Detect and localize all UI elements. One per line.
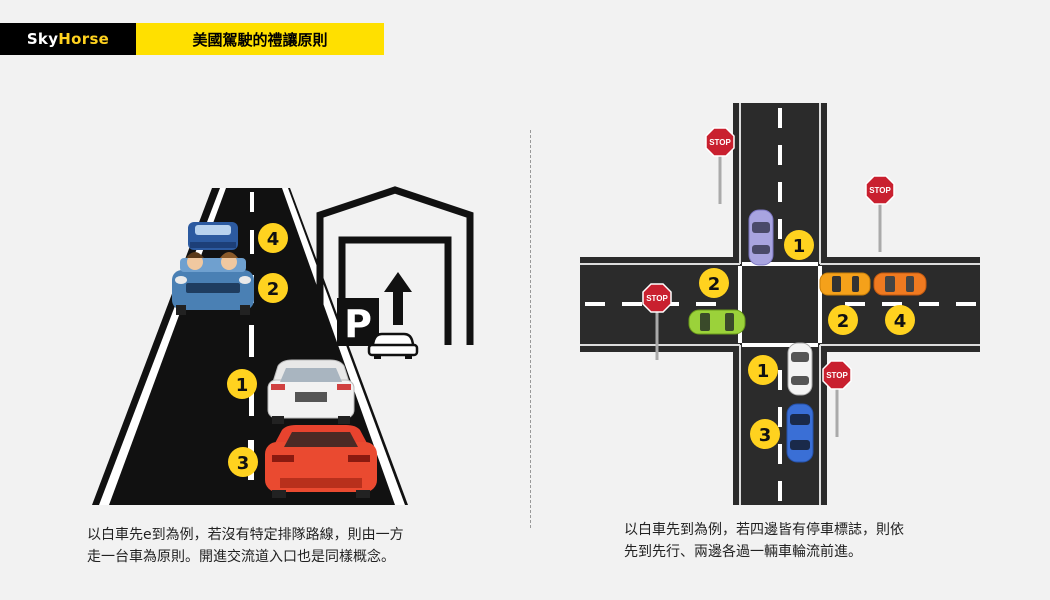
badge-left-2: 2: [258, 273, 288, 303]
badge-right-south-3: 3: [750, 419, 780, 449]
stop-sign-north: STOP: [704, 126, 736, 206]
car-white-south: [787, 342, 813, 396]
svg-text:3: 3: [237, 453, 250, 474]
car-convertible: [172, 252, 254, 315]
parking-garage: P: [316, 186, 474, 359]
brand-horse: Horse: [58, 30, 110, 48]
car-purple-north: [748, 209, 774, 266]
badge-left-3: 3: [228, 447, 258, 477]
caption-left-line2: 走一台車為原則。開進交流道入口也是同樣概念。: [87, 549, 395, 565]
badge-right-east-2: 2: [828, 305, 858, 335]
svg-text:1: 1: [236, 375, 249, 396]
svg-text:STOP: STOP: [709, 138, 731, 147]
svg-text:STOP: STOP: [826, 371, 848, 380]
badge-right-west-2: 2: [699, 268, 729, 298]
caption-left-line1: 以白車先e到為例，若沒有特定排隊路線，則由一方: [87, 527, 404, 543]
intersection-road: [580, 103, 980, 505]
car-white: [267, 359, 355, 424]
caption-right: 以白車先到為例，若四邊皆有停車標誌，則依 先到先行、兩邊各過一輛車輪流前進。: [624, 519, 904, 563]
svg-text:3: 3: [759, 425, 772, 446]
car-orange-east: [873, 272, 927, 296]
stop-sign-south: STOP: [821, 359, 853, 439]
stop-sign-west: STOP: [641, 282, 673, 362]
badge-left-4: 4: [258, 223, 288, 253]
brand-sky: Sky: [26, 30, 59, 48]
stop-sign-east: STOP: [864, 174, 896, 254]
caption-left: 以白車先e到為例，若沒有特定排隊路線，則由一方 走一台車為原則。開進交流道入口也…: [87, 524, 404, 568]
badge-left-1: 1: [227, 369, 257, 399]
svg-text:STOP: STOP: [869, 186, 891, 195]
car-icon: [367, 332, 419, 359]
svg-text:4: 4: [267, 229, 280, 250]
badge-right-south-1: 1: [748, 355, 778, 385]
car-blue-south: [786, 403, 814, 463]
car-red: [265, 425, 377, 498]
svg-text:1: 1: [757, 361, 770, 382]
caption-right-line1: 以白車先到為例，若四邊皆有停車標誌，則依: [624, 522, 904, 538]
car-blue-rear: [188, 222, 238, 250]
badge-right-east-4: 4: [885, 305, 915, 335]
page-title: 美國駕駛的禮讓原則: [136, 23, 384, 55]
svg-text:2: 2: [837, 311, 850, 332]
svg-text:4: 4: [894, 311, 907, 332]
svg-text:2: 2: [708, 274, 721, 295]
parking-letter: P: [344, 302, 372, 346]
badge-right-north-1: 1: [784, 230, 814, 260]
svg-text:STOP: STOP: [646, 294, 668, 303]
car-yellow-east: [819, 272, 871, 296]
svg-text:1: 1: [793, 236, 806, 257]
panel-divider: [530, 130, 531, 528]
svg-text:2: 2: [267, 279, 280, 300]
car-green-west: [688, 309, 746, 335]
caption-right-line2: 先到先行、兩邊各過一輛車輪流前進。: [624, 544, 862, 560]
